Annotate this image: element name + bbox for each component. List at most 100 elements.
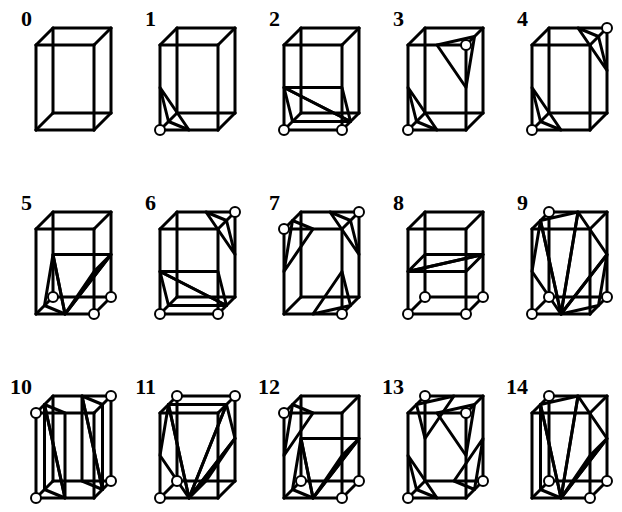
marked-vertex — [279, 408, 289, 418]
iso-triangle — [437, 37, 475, 88]
cube-edge — [358, 28, 361, 113]
case-number: 10 — [10, 376, 32, 398]
cube-edge — [36, 44, 94, 47]
iso-triangle — [160, 272, 227, 306]
case-number: 1 — [145, 8, 156, 30]
cube-edge — [425, 112, 483, 115]
marked-vertex — [106, 292, 116, 302]
iso-triangle — [313, 272, 351, 315]
cube-edge — [424, 28, 427, 113]
cube-edge — [160, 212, 177, 229]
iso-triangle — [169, 405, 227, 499]
iso-triangle — [330, 212, 359, 255]
cube-edge — [408, 313, 466, 316]
marked-vertex — [544, 391, 554, 401]
cube-edge — [425, 27, 483, 30]
cube-edge — [425, 211, 483, 214]
marked-vertex — [213, 309, 223, 319]
marked-vertex — [527, 125, 537, 135]
cube-edge — [301, 27, 359, 30]
marked-vertex — [155, 125, 165, 135]
cube-edge — [284, 129, 342, 132]
iso-triangle — [82, 396, 103, 490]
cube-edge — [425, 296, 483, 299]
cube-edge — [177, 27, 235, 30]
cube-edge — [342, 28, 359, 45]
iso-triangle — [206, 212, 235, 255]
case-number: 3 — [393, 8, 404, 30]
iso-triangle — [45, 405, 66, 499]
marked-vertex — [296, 476, 306, 486]
marked-vertex — [155, 493, 165, 503]
cube-edge — [466, 212, 483, 229]
marked-vertex — [461, 408, 471, 418]
marked-vertex — [48, 292, 58, 302]
marked-vertex — [279, 125, 289, 135]
marked-vertex — [354, 476, 364, 486]
iso-triangle — [160, 88, 189, 131]
cube-edge — [176, 212, 179, 297]
iso-triangle — [532, 221, 561, 315]
cube-edge — [408, 28, 425, 45]
marked-vertex — [230, 207, 240, 217]
cube-edge — [160, 228, 218, 231]
cube-edge — [589, 45, 592, 130]
marked-vertex — [461, 309, 471, 319]
cube-edge — [284, 297, 301, 314]
cube-edge — [94, 212, 111, 229]
cube-edge — [218, 481, 235, 498]
cube-edge — [160, 313, 218, 316]
cube-edge — [590, 396, 607, 413]
cube-edge — [342, 396, 359, 413]
cube-edge — [466, 113, 483, 130]
cube-edge — [300, 28, 303, 113]
iso-triangle — [561, 212, 607, 314]
iso-triangle — [408, 255, 483, 272]
cube-edge — [176, 28, 179, 113]
cube-edge — [218, 113, 235, 130]
case-number: 11 — [135, 376, 156, 398]
cube-edge — [284, 44, 342, 47]
iso-triangle — [189, 405, 235, 499]
cube-edge — [408, 228, 466, 231]
iso-triangle — [160, 272, 227, 306]
marked-vertex — [544, 207, 554, 217]
cube-edge — [36, 212, 53, 229]
case-number: 4 — [517, 8, 528, 30]
cube-edge — [53, 112, 111, 115]
iso-triangle — [532, 88, 561, 131]
marked-vertex — [602, 23, 612, 33]
cube-edge — [301, 296, 359, 299]
iso-triangle — [408, 456, 437, 499]
marked-vertex — [602, 292, 612, 302]
cube-edge — [590, 212, 607, 229]
marked-vertex — [31, 408, 41, 418]
cube-edge — [53, 27, 111, 30]
cube-edge — [36, 28, 53, 45]
marked-vertex — [602, 476, 612, 486]
case-number: 6 — [145, 192, 156, 214]
iso-triangle — [541, 212, 579, 314]
cube-edge — [110, 28, 113, 113]
cube-edge — [234, 28, 237, 113]
case-number: 8 — [393, 192, 404, 214]
iso-triangle — [578, 28, 607, 71]
cube-edge — [548, 28, 551, 113]
iso-triangle — [82, 396, 103, 490]
iso-triangle — [408, 255, 483, 272]
iso-triangle — [408, 88, 437, 131]
case-number: 0 — [21, 8, 32, 30]
marked-vertex — [89, 309, 99, 319]
iso-triangle — [541, 396, 579, 498]
iso-triangle — [293, 439, 314, 499]
cube-edge — [531, 413, 534, 498]
marked-vertex — [585, 493, 595, 503]
marked-vertex — [337, 493, 347, 503]
cube-edge — [177, 112, 235, 115]
cube-edge — [590, 113, 607, 130]
case-number: 5 — [21, 192, 32, 214]
iso-triangle — [561, 396, 607, 498]
case-number: 13 — [382, 376, 404, 398]
case-number: 12 — [258, 376, 280, 398]
